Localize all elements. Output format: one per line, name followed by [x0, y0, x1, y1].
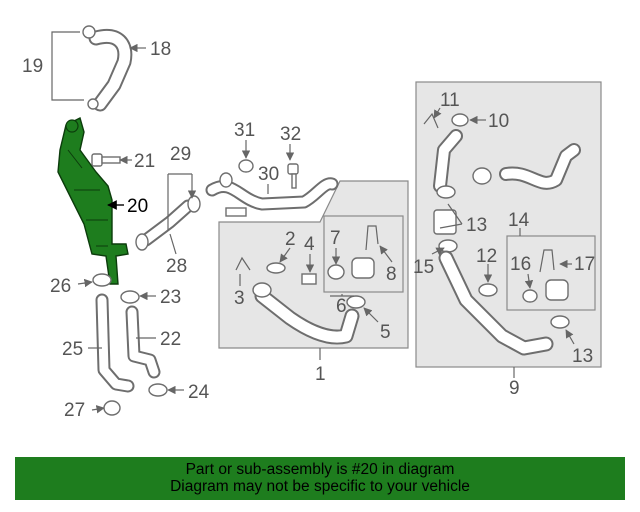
callout-30: 30 [258, 164, 279, 185]
callout-20: 20 [127, 196, 148, 217]
callout-22: 22 [160, 329, 181, 350]
clamp-24 [148, 383, 168, 397]
group-box-9 [415, 81, 602, 368]
oring-7 [327, 264, 345, 280]
leader-17 [431, 247, 445, 256]
hose-assembly-1 [252, 282, 360, 345]
hose-upper-9 [433, 129, 463, 193]
callout-24: 24 [188, 382, 210, 403]
leader-13-bottom [565, 329, 575, 345]
clamp-13-bottom [550, 315, 570, 329]
oring-15 [522, 289, 538, 303]
callout-14: 14 [508, 210, 530, 231]
clamp-23 [120, 290, 140, 304]
callout-18: 18 [150, 39, 171, 60]
callout-26: 26 [50, 276, 71, 297]
clamp-27 [103, 400, 121, 416]
callout-29: 29 [170, 144, 191, 165]
parts-diagram: 19 18 20 21 29 28 31 32 30 26 23 22 25 2… [22, 25, 602, 421]
clamp-12 [478, 283, 498, 297]
callout-27: 27 [64, 400, 85, 421]
clamp-26 [92, 273, 112, 287]
leader-6 [330, 294, 354, 297]
oring-2 [266, 262, 286, 274]
hose-22 [125, 305, 161, 379]
leader-27 [91, 405, 105, 414]
callout-1: 1 [315, 364, 326, 385]
callout-21: 21 [134, 151, 155, 172]
info-banner: Part or sub-assembly is #20 in diagram D… [15, 457, 625, 500]
callout-28: 28 [166, 256, 187, 277]
callout-17: 15 [413, 257, 434, 278]
leader-15 [524, 273, 534, 289]
callout-15: 16 [510, 254, 531, 275]
callout-9: 9 [509, 378, 520, 399]
leader-29 [167, 173, 192, 230]
leader-19 [51, 31, 84, 101]
bolt-21 [91, 153, 121, 167]
bracket-4 [301, 273, 317, 285]
callout-13-bottom: 13 [572, 346, 593, 367]
clip-11 [423, 112, 439, 129]
clamp-17 [438, 239, 458, 253]
callout-2: 2 [285, 229, 296, 250]
oring-10 [451, 113, 469, 127]
oring-31 [238, 159, 254, 173]
callout-11: 11 [440, 90, 460, 111]
hose-25 [95, 293, 135, 393]
pipe-20-highlighted [57, 116, 129, 285]
leader-26 [77, 278, 93, 288]
callout-12: 12 [476, 246, 497, 267]
clip-8 [365, 225, 379, 251]
connector-8 [351, 257, 375, 279]
banner-line-1: Part or sub-assembly is #20 in diagram [185, 461, 455, 478]
connector-16 [545, 279, 569, 301]
bolt-32 [287, 163, 299, 189]
callout-10: 10 [488, 111, 509, 132]
leader-8 [379, 245, 393, 263]
leader-11 [433, 107, 442, 119]
callout-7: 7 [330, 228, 341, 249]
clip-3 [235, 256, 251, 271]
pipe-30 [205, 172, 339, 217]
tee-connector-13 [433, 209, 457, 235]
clip-16 [539, 249, 555, 273]
callout-16: 17 [574, 254, 595, 275]
leader-28 [169, 233, 177, 255]
clamp-13-top [436, 185, 456, 199]
leader-5 [363, 307, 379, 323]
callout-13-top: 13 [466, 215, 487, 236]
callout-4: 4 [304, 234, 315, 255]
leader-13-top [439, 203, 463, 229]
callout-8: 8 [386, 264, 397, 285]
callout-5: 5 [380, 322, 391, 343]
callout-3: 3 [234, 288, 245, 309]
banner-line-2: Diagram may not be specific to your vehi… [170, 478, 470, 495]
callout-6: 6 [336, 296, 347, 317]
hose-lower-9 [438, 250, 554, 356]
leader-2 [279, 247, 291, 263]
clamp-5 [346, 295, 366, 309]
callout-32: 32 [280, 124, 301, 145]
hose-18 [82, 25, 133, 112]
hose-right-9 [472, 143, 581, 190]
callout-19: 19 [22, 56, 43, 77]
callout-25: 25 [62, 339, 83, 360]
callout-23: 23 [160, 287, 181, 308]
callout-31: 31 [234, 120, 255, 141]
